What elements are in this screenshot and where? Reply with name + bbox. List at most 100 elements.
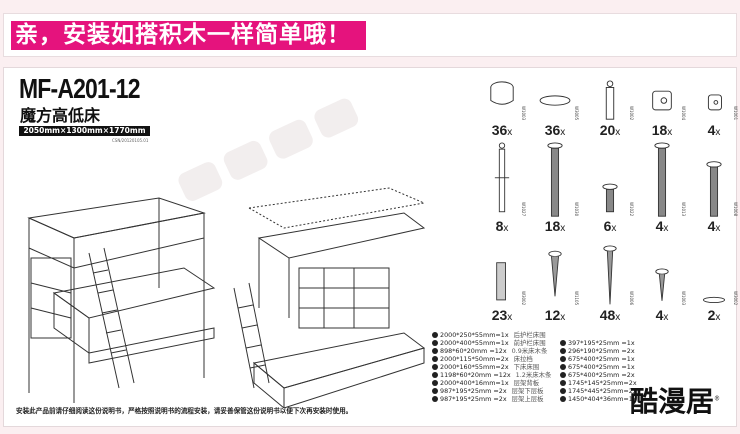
part-count: 36x	[476, 122, 528, 141]
part-item: W3005 36x	[529, 80, 581, 141]
part-count: 4x	[636, 218, 688, 237]
barrel-nut-icon	[652, 90, 672, 111]
count-suffix: x	[503, 223, 509, 234]
item-spec: 1198*60*20mm =12x	[440, 371, 511, 379]
part-code: W1001	[733, 106, 738, 121]
parts-list-item: 1745*445*25mm=2x	[560, 387, 637, 395]
part-item: W1006 48x	[584, 245, 636, 326]
item-name: 下床床围	[513, 363, 540, 371]
count-suffix: x	[663, 223, 669, 234]
part-code: W1027	[521, 202, 526, 217]
item-number-bullet	[432, 364, 438, 370]
item-spec: 2000*400*16mm=1x	[440, 379, 509, 387]
item-spec: 675*400*25mm =1x	[568, 363, 635, 371]
part-count-value: 4	[655, 218, 664, 234]
item-spec: 296*190*25mm =2x	[568, 347, 635, 355]
part-count-value: 8	[495, 218, 504, 234]
count-suffix: x	[715, 312, 721, 323]
parts-list-item: 2000*400*16mm=1x 层架背板	[432, 379, 551, 387]
part-count: 8x	[476, 218, 528, 237]
item-name: 床拉档	[513, 355, 533, 363]
item-number-bullet	[432, 396, 438, 402]
document-code: CSN/20120105.01	[112, 138, 149, 143]
count-suffix: x	[615, 127, 621, 138]
part-count: 36x	[529, 122, 581, 141]
part-code: W1008	[733, 202, 738, 217]
footer-notice: 安装此产品前请仔细阅读这份说明书，严格按照说明书的流程安装，请妥善保管这份说明书…	[16, 407, 353, 415]
part-item: W1030 18x	[529, 142, 581, 237]
short-screw-icon	[655, 268, 669, 301]
screw-icon	[548, 250, 562, 297]
item-spec: 1745*145*25mm=2x	[568, 379, 637, 387]
item-name: 后护栏床围	[513, 331, 546, 339]
small-barrel-nut-icon	[707, 94, 722, 111]
item-name: 0.9米床木条	[511, 347, 548, 355]
count-suffix: x	[615, 312, 621, 323]
brand-logo: 酷漫居®	[630, 380, 720, 420]
part-count-value: 6	[603, 218, 612, 234]
part-count-value: 4	[655, 307, 664, 323]
item-number-bullet	[560, 340, 566, 346]
part-count: 6x	[584, 218, 636, 237]
registered-mark: ®	[714, 395, 721, 403]
count-suffix: x	[715, 127, 721, 138]
short-bolt-icon	[602, 183, 618, 213]
item-number-bullet	[560, 396, 566, 402]
banner-slogan: 亲，安装如搭积木一样简单哦！	[11, 21, 366, 50]
parts-list-item: 675*400*25mm =1x	[560, 363, 637, 371]
item-name: 层架背板	[513, 379, 540, 387]
part-count: 20x	[584, 122, 636, 141]
item-name: 前护栏床围	[513, 339, 546, 347]
count-suffix: x	[507, 127, 513, 138]
part-code: W1004	[681, 106, 686, 121]
item-number-bullet	[432, 372, 438, 378]
item-number-bullet	[432, 340, 438, 346]
item-number-bullet	[432, 332, 438, 338]
part-code: W1022	[629, 202, 634, 217]
part-code: W1003	[681, 291, 686, 306]
item-spec: 2000*250*55mm=1x	[440, 331, 509, 339]
cover-cap-icon	[539, 95, 571, 106]
part-item: W3002 2x	[688, 245, 740, 326]
item-number-bullet	[432, 380, 438, 386]
product-dimensions: 2050mm×1300mm×1770mm	[19, 126, 150, 136]
count-suffix: x	[560, 312, 566, 323]
item-spec: 397*195*25mm =1x	[568, 339, 635, 347]
item-number-bullet	[432, 348, 438, 354]
part-count: 2x	[688, 307, 740, 326]
item-spec: 2000*160*55mm=2x	[440, 363, 509, 371]
cam-lock-icon	[490, 81, 514, 105]
part-code: W1013	[681, 202, 686, 217]
part-item: W1001 4x	[688, 80, 740, 141]
part-count-value: 18	[544, 218, 561, 234]
count-suffix: x	[560, 223, 566, 234]
part-item: W1013 4x	[636, 142, 688, 237]
cam-bolt-icon	[605, 80, 615, 120]
part-count: 18x	[636, 122, 688, 141]
part-code: W3002	[521, 291, 526, 306]
count-suffix: x	[663, 312, 669, 323]
part-count-value: 4	[707, 218, 716, 234]
exploded-bed-drawing	[233, 187, 426, 408]
part-count-value: 12	[544, 307, 561, 323]
parts-list-item: 2000*250*55mm=1x 后护栏床围	[432, 331, 551, 339]
parts-list-item: 675*400*25mm =1x	[560, 355, 637, 363]
wood-dowel-icon	[496, 262, 506, 301]
parts-list-item: 1450*404*36mm=1x	[560, 395, 637, 403]
part-count-value: 20	[599, 122, 616, 138]
part-count: 4x	[688, 122, 740, 141]
part-code: W3002	[733, 291, 738, 306]
double-bolt-icon	[494, 142, 510, 213]
item-number-bullet	[560, 356, 566, 362]
part-item: W3002 23x	[476, 245, 528, 326]
part-count: 18x	[529, 218, 581, 237]
long-bolt-icon	[547, 142, 563, 217]
part-item: W1105 12x	[529, 245, 581, 326]
part-code: W1006	[629, 291, 634, 306]
item-name: 层架下层板	[511, 387, 544, 395]
